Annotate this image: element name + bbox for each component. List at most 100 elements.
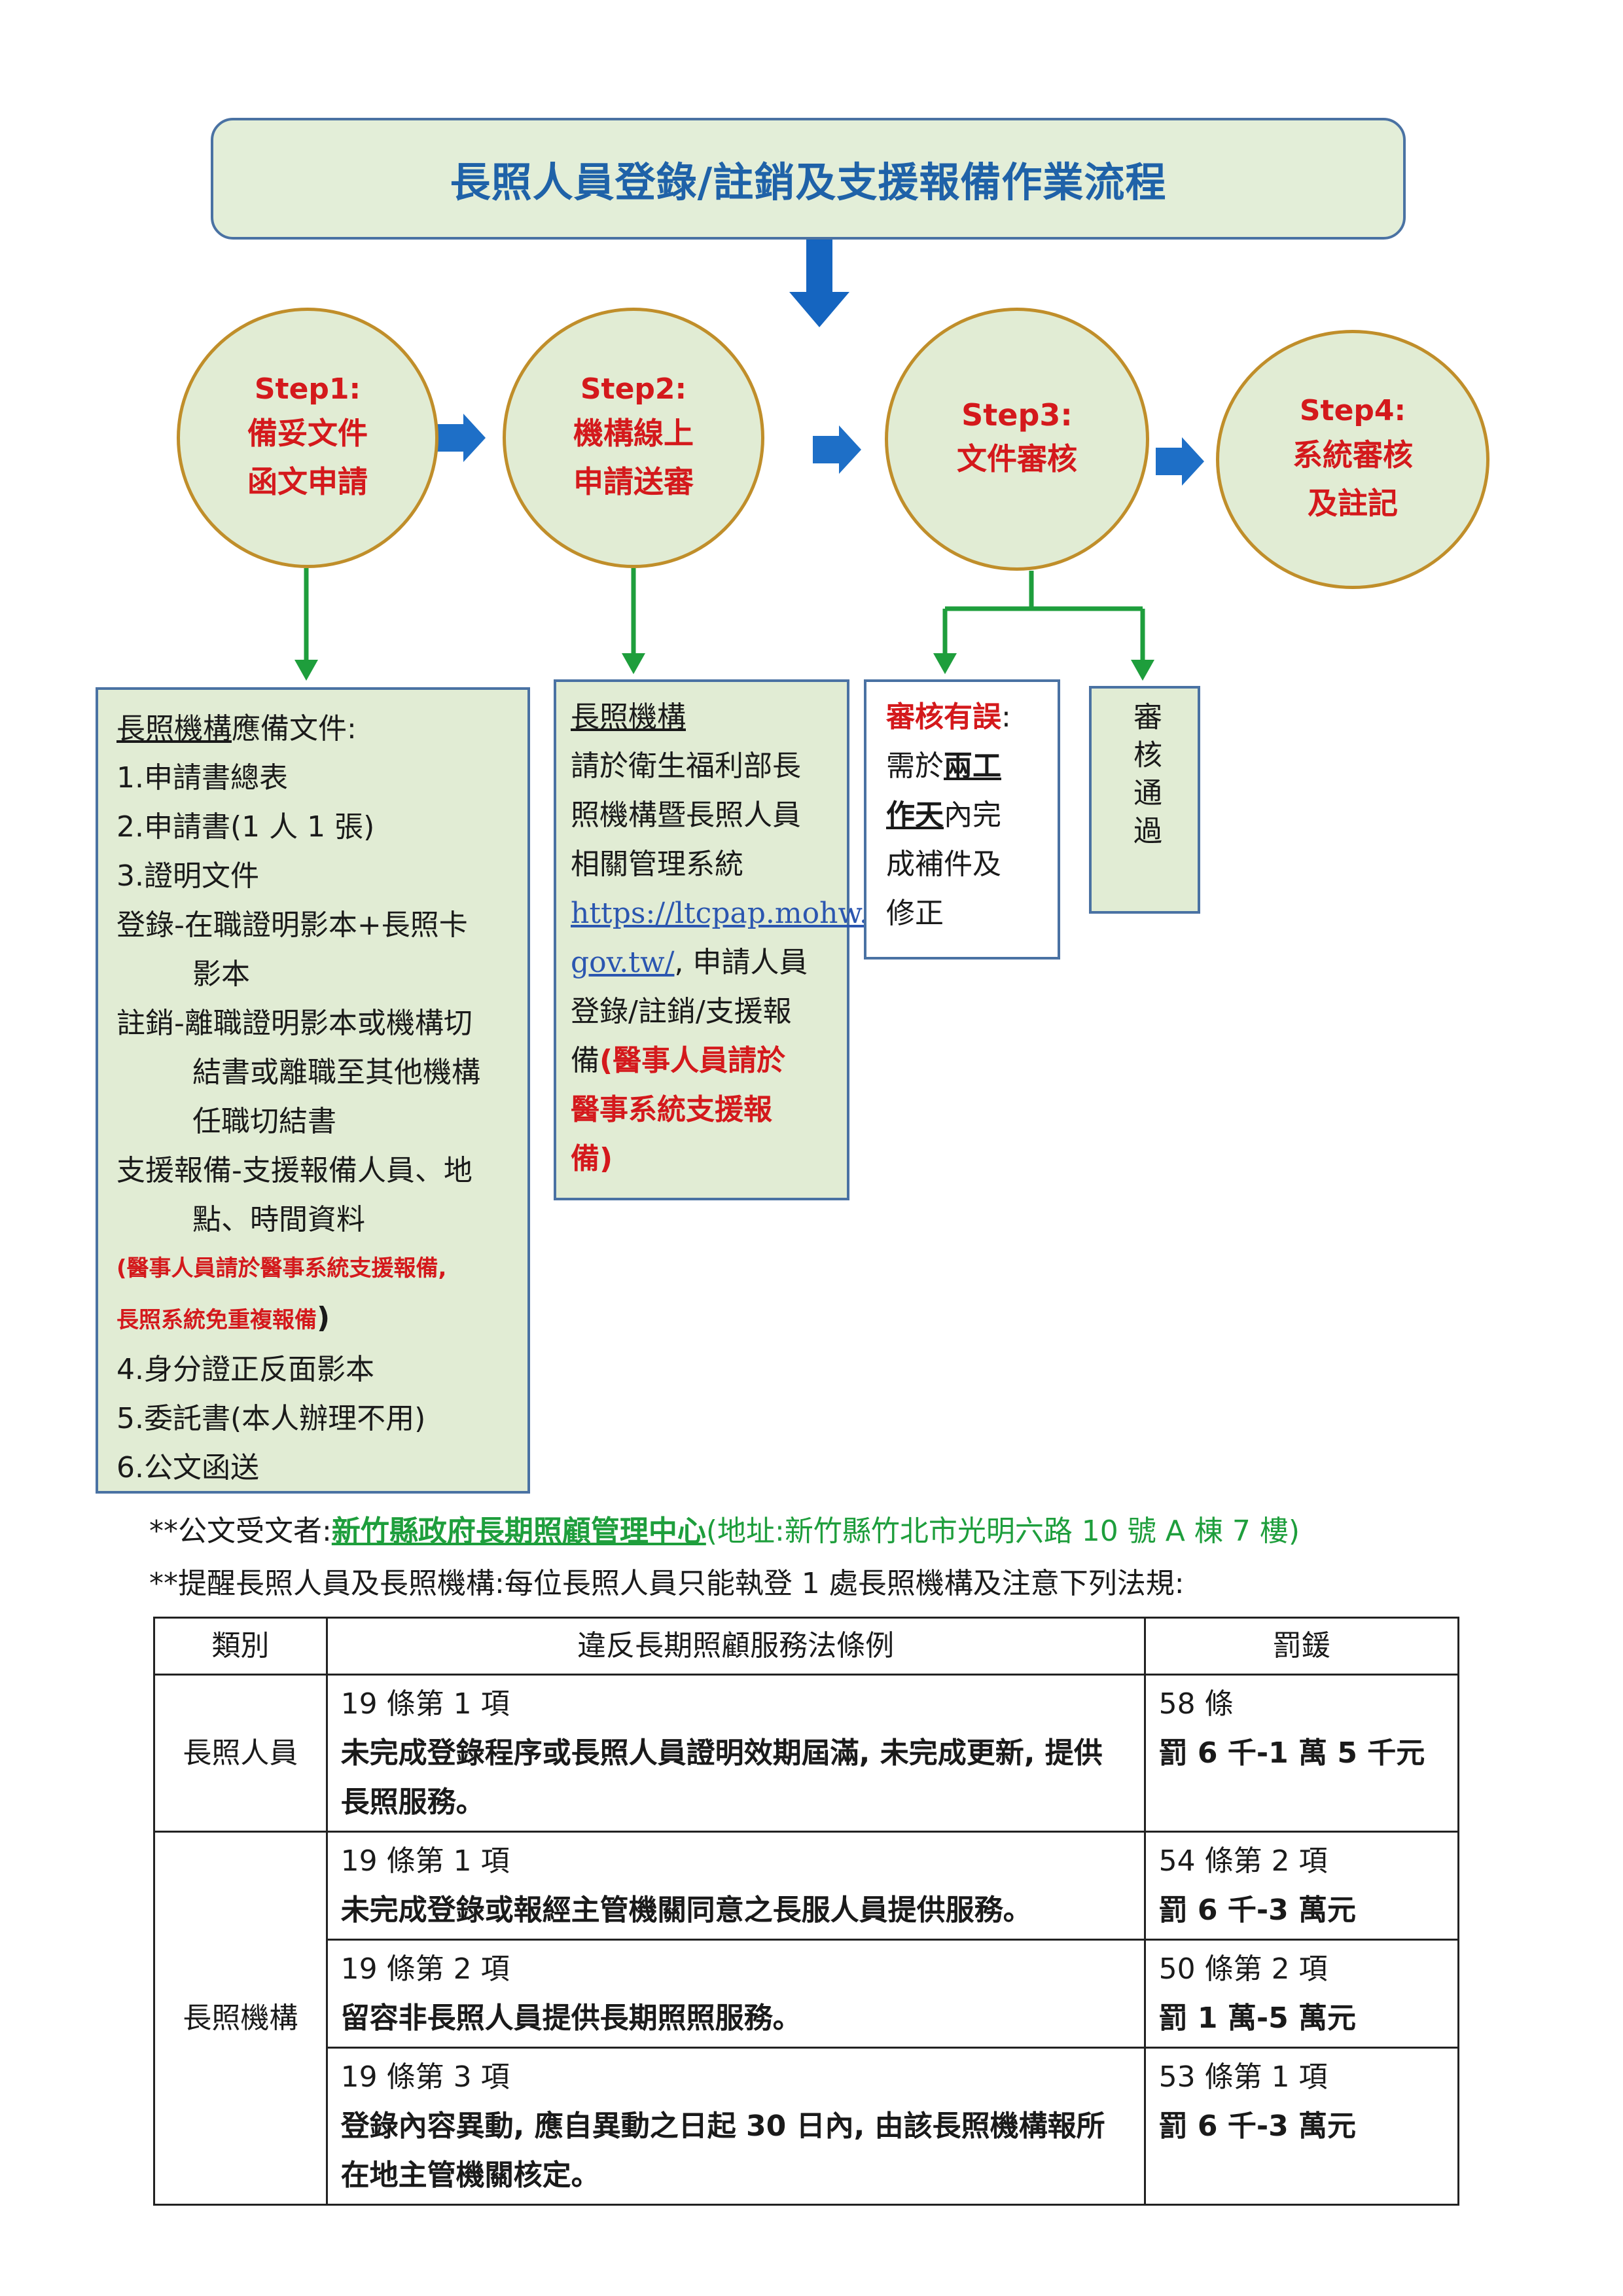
required-documents-box: 長照機構應備文件: 1.申請書總表 2.申請書(1 人 1 張) 3.證明文件 … xyxy=(96,687,530,1494)
box3-ul1: 兩工 xyxy=(944,749,1001,783)
table-row: 長照機構 19 條第 1 項 未完成登錄或報經主管機關同意之長服人員提供服務。 … xyxy=(153,1831,1460,2206)
fine-amount: 罰 6 千-1 萬 5 千元 xyxy=(1158,1736,1425,1770)
box1-cancel-c: 任職切結書 xyxy=(192,1105,336,1138)
right-arrow-icon-3 xyxy=(1156,437,1204,486)
right-arrow-icon-1 xyxy=(437,414,486,462)
law-article: 50 條第 2 項 xyxy=(1158,1952,1328,1986)
system-url-link-cont[interactable]: gov.tw/ xyxy=(571,946,675,979)
category-institution: 長照機構 xyxy=(153,1831,328,2206)
title-banner: 長照人員登錄/註銷及支援報備作業流程 xyxy=(211,118,1406,240)
online-application-box: 長照機構 請於衛生福利部長 照機構暨長照人員 相關管理系統 https://lt… xyxy=(554,679,868,1200)
violation-cell: 19 條第 1 項 未完成登錄程序或長照人員證明效期屆滿, 未完成更新, 提供長… xyxy=(325,1674,1146,1833)
fine-cell: 58 條 罰 6 千-1 萬 5 千元 xyxy=(1143,1674,1460,1833)
box3-line2: 內完 xyxy=(944,798,1001,832)
col-header-fine: 罰鍰 xyxy=(1143,1617,1460,1676)
system-url-link[interactable]: https://ltcpap.mohw. xyxy=(571,897,868,930)
box3-line3: 成補件及 xyxy=(886,848,1001,881)
box2-red2: 醫事系統支援報 xyxy=(571,1093,772,1126)
box1-item4: 4.身分證正反面影本 xyxy=(116,1353,374,1386)
box1-item5: 5.委託書(本人辦理不用) xyxy=(116,1402,426,1435)
article: 19 條第 2 項 xyxy=(340,1952,510,1986)
green-connector-step1 xyxy=(294,568,318,681)
box2-line1: 請於衛生福利部長 xyxy=(571,749,801,783)
box1-note-b: 長照系統免重複報備 xyxy=(116,1307,317,1333)
box2-line4: , 申請人員 xyxy=(674,946,808,979)
step3-label: Step3: xyxy=(961,397,1073,433)
box3-line1: 需於 xyxy=(886,749,944,783)
review-error-box: 審核有誤: 需於兩工 作天內完 成補件及 修正 xyxy=(864,679,1060,960)
box1-item1: 1.申請書總表 xyxy=(116,761,288,795)
violation-cell: 19 條第 3 項 登錄內容異動, 應自異動之日起 30 日內, 由該長照機構報… xyxy=(325,2047,1146,2206)
down-arrow-icon xyxy=(789,240,849,327)
box2-line3: 相關管理系統 xyxy=(571,848,743,881)
fine-amount: 罰 6 千-3 萬元 xyxy=(1158,1893,1357,1927)
box1-note-c: ) xyxy=(317,1301,330,1335)
step1-line2: 函文申請 xyxy=(247,464,368,499)
green-connector-step2 xyxy=(622,568,645,674)
box3-ul2: 作天 xyxy=(886,798,944,832)
recipient-prefix: **公文受文者: xyxy=(149,1515,332,1548)
step2-label: Step2: xyxy=(580,372,687,406)
reminder-note: **提醒長照人員及長照機構:每位長照人員只能執登 1 處長照機構及注意下列法規: xyxy=(149,1567,1185,1600)
step4-line1: 系統審核 xyxy=(1293,437,1413,473)
step1-circle: Step1: 備妥文件 函文申請 xyxy=(177,308,438,568)
step1-label: Step1: xyxy=(254,372,361,406)
table-row: 長照人員 19 條第 1 項 未完成登錄程序或長照人員證明效期屆滿, 未完成更新… xyxy=(153,1674,1460,1833)
step4-circle: Step4: 系統審核 及註記 xyxy=(1216,330,1489,589)
recipient-address: (地址:新竹縣竹北市光明六路 10 號 A 棟 7 樓) xyxy=(705,1515,1300,1548)
box2-red3: 備) xyxy=(571,1142,613,1175)
step3-line1: 文件審核 xyxy=(957,441,1077,476)
box2-line2: 照機構暨長照人員 xyxy=(571,798,801,832)
box1-item2: 2.申請書(1 人 1 張) xyxy=(116,810,375,844)
box3-line4: 修正 xyxy=(886,897,944,930)
box3-red: 審核有誤 xyxy=(886,700,1001,734)
box1-support-b: 點、時間資料 xyxy=(192,1203,365,1236)
box1-reg-a: 登錄-在職證明影本+長照卡 xyxy=(116,908,468,942)
right-arrow-icon-2 xyxy=(813,425,861,474)
box1-item3: 3.證明文件 xyxy=(116,859,259,893)
box2-red1: (醫事人員請於 xyxy=(599,1044,786,1077)
table-row: 19 條第 2 項 留容非長照人員提供長期照照服務。 50 條第 2 項 罰 1… xyxy=(154,1939,1460,2049)
table-row: 19 條第 3 項 登錄內容異動, 應自異動之日起 30 日內, 由該長照機構報… xyxy=(154,2047,1460,2206)
col-header-violation: 違反長期照顧服務法條例 xyxy=(325,1617,1146,1676)
violation-cell: 19 條第 1 項 未完成登錄或報經主管機關同意之長服人員提供服務。 xyxy=(325,1831,1146,1941)
step2-line1: 機構線上 xyxy=(573,416,694,451)
step4-label: Step4: xyxy=(1299,394,1406,427)
box1-heading: 長照機構 xyxy=(116,712,232,745)
violation-desc: 登錄內容異動, 應自異動之日起 30 日內, 由該長照機構報所在地主管機關核定。 xyxy=(340,2109,1105,2192)
box2-heading: 長照機構 xyxy=(571,700,686,734)
box2-line6: 備 xyxy=(571,1044,599,1077)
step2-circle: Step2: 機構線上 申請送審 xyxy=(503,308,764,568)
green-connector-step3 xyxy=(933,571,1154,681)
fine-cell: 54 條第 2 項 罰 6 千-3 萬元 xyxy=(1143,1831,1460,1941)
box1-heading-suffix: 應備文件: xyxy=(232,712,357,745)
fine-amount: 罰 6 千-3 萬元 xyxy=(1158,2109,1357,2143)
recipient-org: 新竹縣政府長期照顧管理中心 xyxy=(331,1515,706,1548)
box1-cancel-b: 結書或離職至其他機構 xyxy=(192,1056,480,1089)
category-personnel: 長照人員 xyxy=(153,1674,328,1833)
box1-note-a: (醫事人員請於醫事系統支援報備, xyxy=(116,1255,447,1282)
violation-desc: 未完成登錄或報經主管機關同意之長服人員提供服務。 xyxy=(340,1893,1032,1927)
box1-reg-b: 影本 xyxy=(192,958,250,991)
box1-item6: 6.公文函送 xyxy=(116,1451,259,1484)
penalty-table: 類別 違反長期照顧服務法條例 罰鍰 長照人員 19 條第 1 項 未完成登錄程序… xyxy=(153,1617,1460,2206)
article: 19 條第 1 項 xyxy=(340,1844,510,1878)
table-header-row: 類別 違反長期照顧服務法條例 罰鍰 xyxy=(153,1617,1460,1676)
box4-text: 審核通過 xyxy=(1128,702,1162,853)
violation-desc: 留容非長照人員提供長期照照服務。 xyxy=(340,2001,802,2035)
law-article: 58 條 xyxy=(1158,1687,1234,1721)
fine-amount: 罰 1 萬-5 萬元 xyxy=(1158,2001,1357,2035)
review-passed-box: 審核通過 xyxy=(1089,686,1200,914)
fine-cell: 50 條第 2 項 罰 1 萬-5 萬元 xyxy=(1143,1939,1460,2049)
article: 19 條第 3 項 xyxy=(340,2060,510,2094)
step1-line1: 備妥文件 xyxy=(247,416,368,451)
step2-line2: 申請送審 xyxy=(573,464,694,499)
box2-line5: 登錄/註銷/支援報 xyxy=(571,995,792,1028)
step4-line2: 及註記 xyxy=(1308,486,1398,521)
page-title: 長照人員登錄/註銷及支援報備作業流程 xyxy=(450,158,1167,206)
article: 19 條第 1 項 xyxy=(340,1687,510,1721)
law-article: 53 條第 1 項 xyxy=(1158,2060,1328,2094)
violation-cell: 19 條第 2 項 留容非長照人員提供長期照照服務。 xyxy=(325,1939,1146,2049)
box1-cancel-a: 註銷-離職證明影本或機構切 xyxy=(116,1007,473,1040)
